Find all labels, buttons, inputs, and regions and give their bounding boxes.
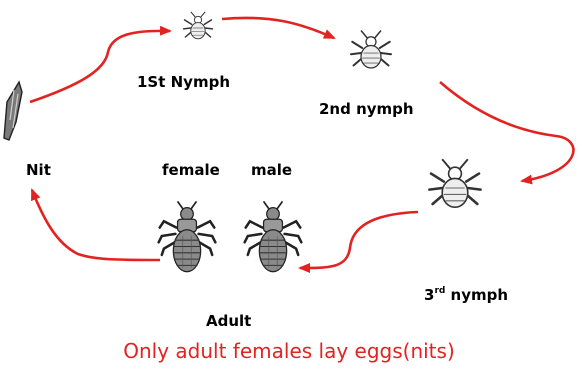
female-adult-louse-image [159, 201, 216, 271]
arrow-nit-to-first-nymph [30, 31, 170, 102]
nit-egg-image [4, 82, 22, 140]
third-nymph-word: nymph [445, 286, 508, 304]
adult-label: Adult [206, 314, 251, 329]
caption: Only adult females lay eggs(nits) [0, 341, 578, 361]
second-nymph-image [351, 31, 391, 69]
arrow-third-nymph-to-adult [300, 212, 418, 268]
arrow-adult-to-nit [32, 190, 160, 260]
arrow-second-to-third-nymph [440, 82, 573, 181]
third-nymph-ordinal: rd [434, 286, 445, 296]
male-adult-louse-image [245, 201, 302, 271]
female-label: female [162, 163, 220, 178]
first-nymph-label: 1St Nymph [137, 75, 230, 90]
male-label: male [251, 163, 292, 178]
second-nymph-label: 2nd nymph [319, 102, 414, 117]
third-nymph-image [429, 159, 480, 207]
arrow-first-to-second-nymph [222, 18, 334, 38]
first-nymph-image [184, 12, 213, 39]
third-nymph-number: 3 [424, 286, 434, 304]
third-nymph-label: 3rd nymph [424, 287, 508, 303]
nit-label: Nit [26, 163, 51, 178]
